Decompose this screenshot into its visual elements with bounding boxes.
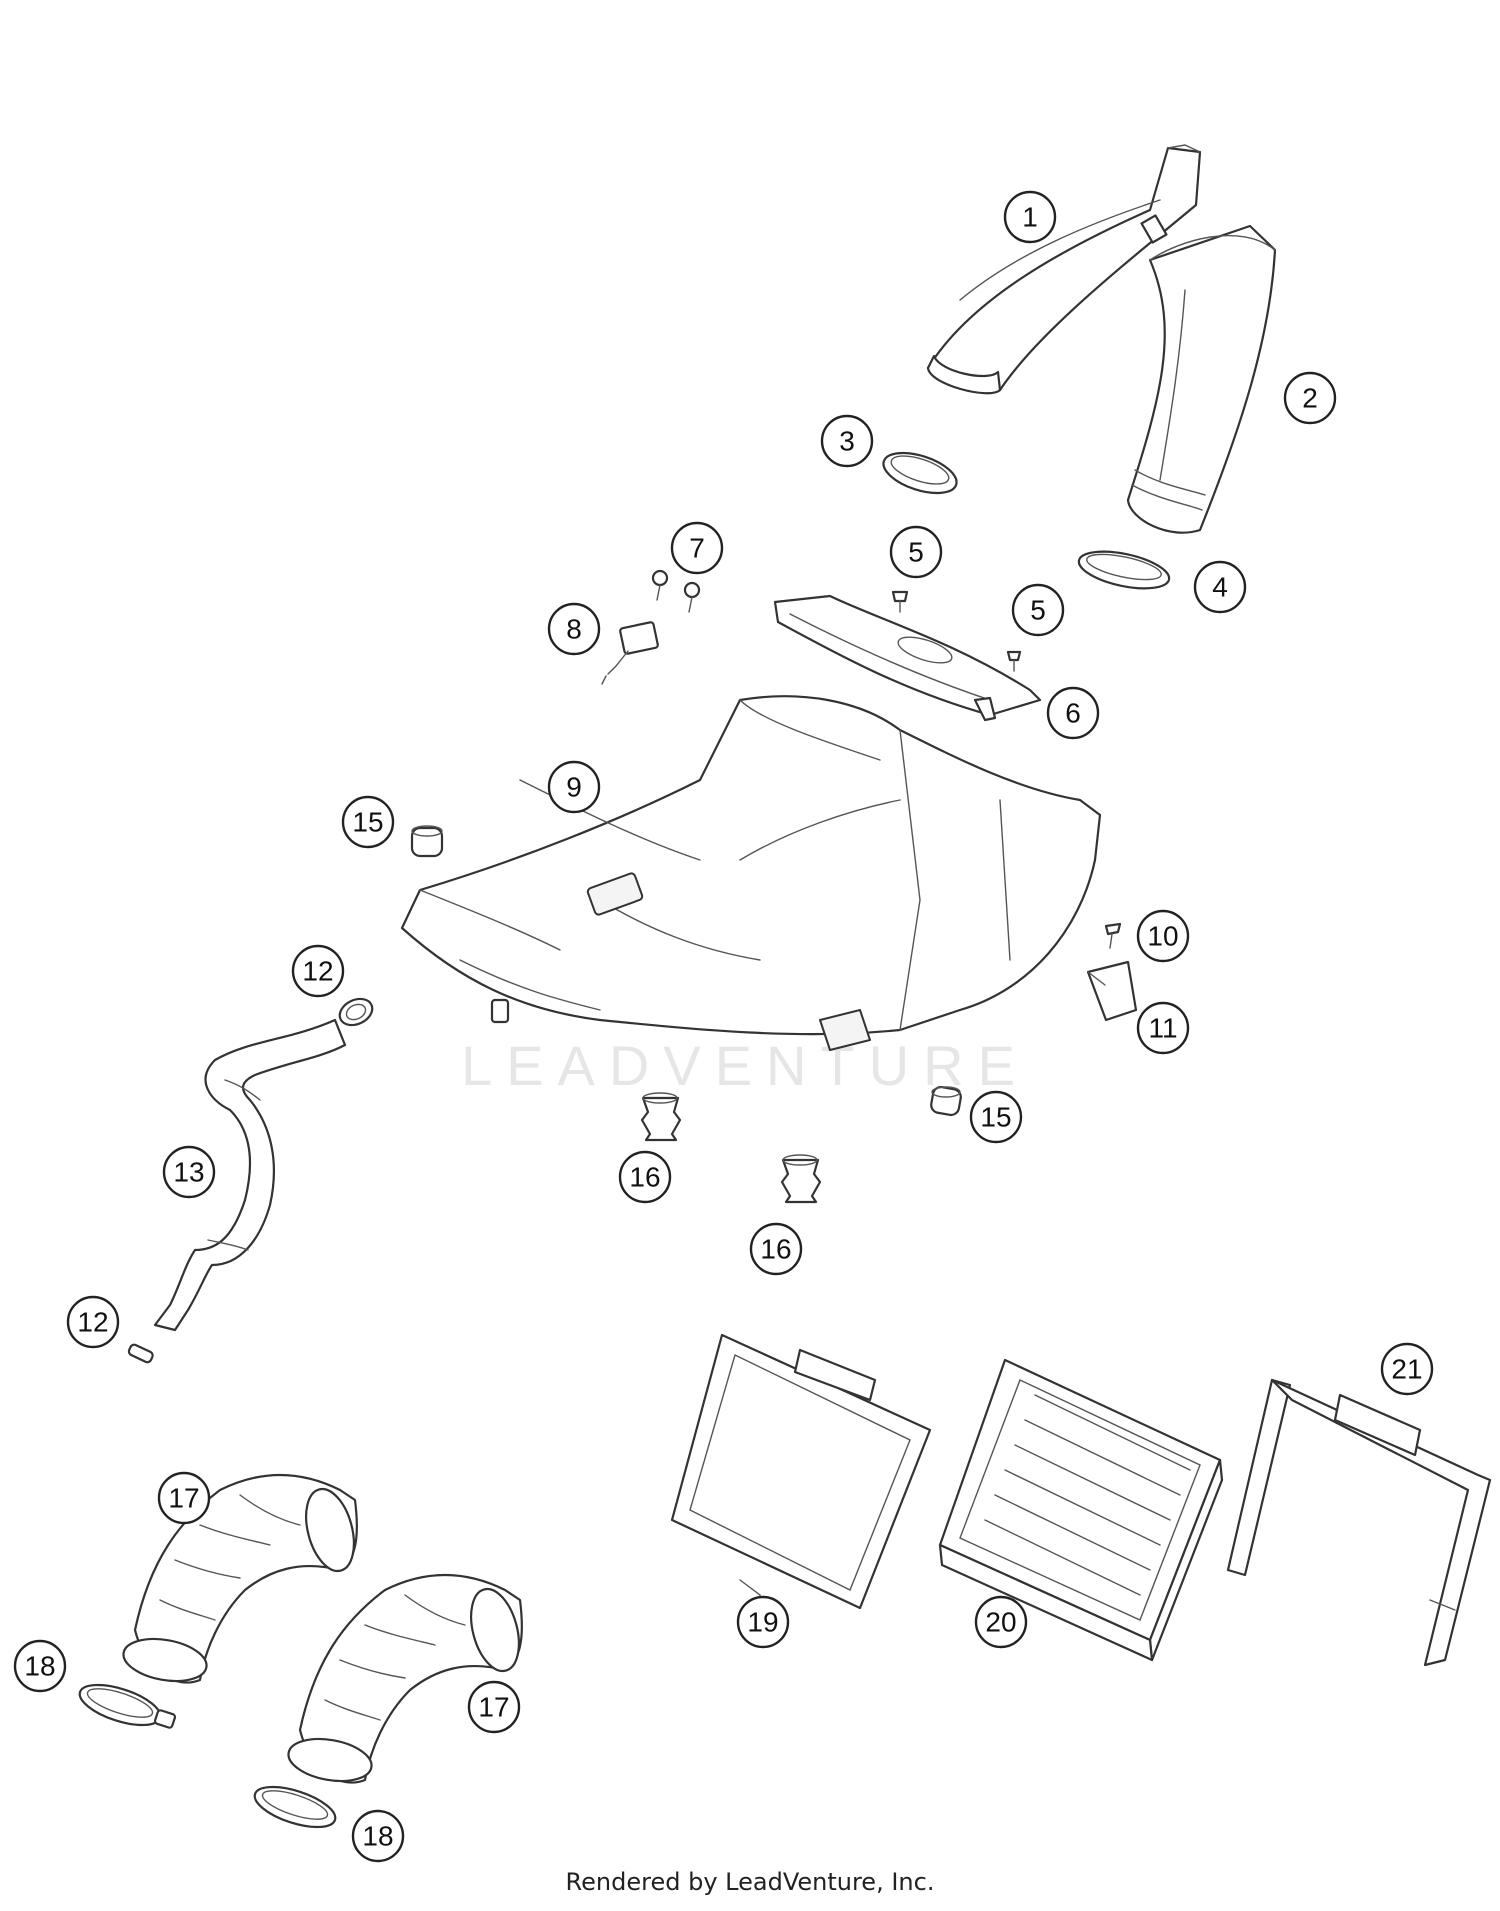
part-19-filter-frame xyxy=(670,1333,932,1610)
svg-text:4: 4 xyxy=(1212,572,1228,603)
callout-15-b: 15 xyxy=(969,1090,1023,1144)
callout-19: 19 xyxy=(736,1595,790,1649)
callout-5-b: 5 xyxy=(1011,583,1065,637)
part-20-air-filter xyxy=(938,1358,1224,1662)
part-7-screw-b xyxy=(683,581,701,613)
svg-text:15: 15 xyxy=(352,807,383,838)
part-15-bushing-b xyxy=(930,1085,962,1117)
svg-text:9: 9 xyxy=(566,772,582,803)
part-18-clamp-a xyxy=(78,1683,177,1729)
svg-text:19: 19 xyxy=(747,1607,778,1638)
svg-text:12: 12 xyxy=(302,956,333,987)
part-12-hose-clamp-upper xyxy=(338,997,374,1027)
callout-18-a: 18 xyxy=(13,1639,67,1693)
svg-text:5: 5 xyxy=(908,537,924,568)
svg-text:18: 18 xyxy=(24,1651,55,1682)
part-21-filter-cage xyxy=(1226,1378,1492,1667)
part-16-grommet-a xyxy=(640,1092,682,1142)
callout-16-a: 16 xyxy=(618,1150,672,1204)
filter-mesh xyxy=(959,1379,1201,1621)
callout-11: 11 xyxy=(1136,1001,1190,1055)
part-18-clamp-b xyxy=(253,1785,337,1829)
callout-10: 10 xyxy=(1136,909,1190,963)
callout-12-a: 12 xyxy=(291,944,345,998)
svg-text:16: 16 xyxy=(760,1234,791,1265)
svg-text:15: 15 xyxy=(980,1102,1011,1133)
callout-3: 3 xyxy=(820,414,874,468)
svg-text:7: 7 xyxy=(689,533,705,564)
svg-text:17: 17 xyxy=(478,1692,509,1723)
callout-6: 6 xyxy=(1046,686,1100,740)
callout-7: 7 xyxy=(670,521,724,575)
svg-text:11: 11 xyxy=(1148,1013,1177,1044)
svg-text:6: 6 xyxy=(1065,698,1081,729)
callout-17-b: 17 xyxy=(467,1680,521,1734)
part-3-ring-seal xyxy=(882,451,958,495)
part-12-hose-clamp-lower xyxy=(127,1343,154,1364)
part-17-intake-boot-b xyxy=(287,1573,523,1784)
svg-text:18: 18 xyxy=(362,1821,393,1852)
part-9-air-box xyxy=(400,695,1102,1051)
callout-17-a: 17 xyxy=(157,1471,211,1525)
part-2-intake-duct xyxy=(1126,224,1277,534)
svg-text:20: 20 xyxy=(985,1607,1016,1638)
svg-text:3: 3 xyxy=(839,426,855,457)
callout-4: 4 xyxy=(1193,560,1247,614)
part-11-clip xyxy=(1086,960,1138,1022)
svg-text:21: 21 xyxy=(1391,1354,1422,1385)
callout-20: 20 xyxy=(974,1595,1028,1649)
svg-text:8: 8 xyxy=(566,614,582,645)
callout-5-a: 5 xyxy=(889,525,943,579)
part-5-screw-b xyxy=(1006,650,1022,672)
part-15-bushing-a xyxy=(410,825,444,858)
callout-9: 9 xyxy=(547,760,601,814)
svg-text:17: 17 xyxy=(168,1483,199,1514)
callout-16-b: 16 xyxy=(749,1222,803,1276)
callout-8: 8 xyxy=(547,602,601,656)
part-17-intake-boot-a xyxy=(122,1473,358,1684)
svg-text:1: 1 xyxy=(1022,202,1038,233)
part-7-screw-a xyxy=(651,569,669,601)
credit-text: Rendered by LeadVenture, Inc. xyxy=(565,1868,935,1896)
callout-2: 2 xyxy=(1283,371,1337,425)
svg-text:5: 5 xyxy=(1030,595,1046,626)
part-5-screw-a xyxy=(891,590,909,613)
part-16-grommet-b xyxy=(780,1154,822,1204)
svg-text:2: 2 xyxy=(1302,383,1318,414)
callout-21: 21 xyxy=(1380,1342,1434,1396)
part-4-ring-seal xyxy=(1077,550,1171,590)
part-10-screw xyxy=(1104,922,1122,949)
watermark-text: LEADVENTURE xyxy=(461,1034,1029,1097)
svg-text:12: 12 xyxy=(77,1307,108,1338)
callout-1: 1 xyxy=(1003,190,1057,244)
callout-15-a: 15 xyxy=(341,795,395,849)
part-13-drain-hose xyxy=(153,1018,347,1332)
callout-13: 13 xyxy=(162,1145,216,1199)
svg-text:13: 13 xyxy=(173,1157,204,1188)
svg-text:10: 10 xyxy=(1147,921,1178,952)
part-8-sensor xyxy=(601,621,659,685)
part-6-cover-plate xyxy=(773,594,1042,722)
part-1-intake-duct xyxy=(926,144,1202,395)
callout-18-b: 18 xyxy=(351,1809,405,1863)
svg-text:16: 16 xyxy=(629,1162,660,1193)
callout-12-b: 12 xyxy=(66,1295,120,1349)
